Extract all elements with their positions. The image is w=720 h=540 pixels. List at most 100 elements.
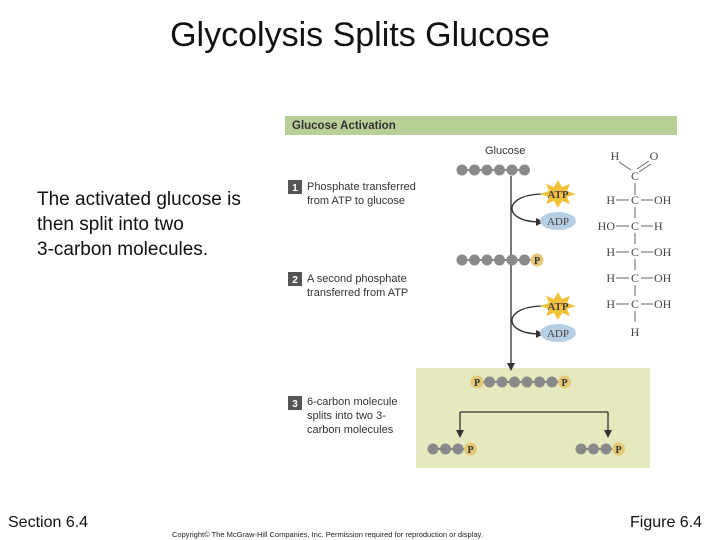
split-branches — [456, 411, 612, 438]
phosphate-label: P — [615, 445, 621, 456]
phosphate-marker — [530, 253, 544, 267]
step-2-line-1: A second phosphate — [307, 273, 407, 285]
carbon-bead — [427, 443, 439, 455]
footer-section: Section 6.4 — [8, 514, 89, 531]
structure-carbon: C — [631, 219, 639, 233]
phosphate-marker — [612, 442, 625, 456]
cycle-1-arrowhead — [536, 218, 544, 226]
glucose-label: Glucose — [485, 145, 525, 157]
adp-1-label: ADP — [547, 216, 569, 228]
structure-carbon: C — [631, 297, 639, 311]
structure-row-left: H — [606, 271, 615, 285]
carbon-bead — [519, 164, 530, 176]
structure-carbon-1: C — [631, 169, 639, 183]
adp-2-label: ADP — [547, 328, 569, 340]
phosphate-marker — [464, 442, 477, 456]
carbon-bead — [546, 376, 558, 388]
branch-right-arrowhead — [604, 430, 612, 438]
structure-row: H C OH — [606, 271, 672, 296]
figure-header: Glucose Activation — [292, 120, 396, 132]
step-2-line-2: transferred from ATP — [307, 287, 408, 299]
step-1: 1 Phosphate transferred from ATP to gluc… — [288, 180, 416, 207]
step-3-line-1: 6-carbon molecule — [307, 396, 398, 408]
structure-row-right: OH — [654, 193, 672, 207]
glucose-1p-chain: P — [456, 253, 544, 267]
step-1-number: 1 — [292, 183, 298, 194]
structure-carbon: C — [631, 271, 639, 285]
adp-2-bubble — [540, 324, 576, 342]
bond-top-h — [618, 161, 632, 171]
step-2: 2 A second phosphate transferred from AT… — [288, 272, 408, 299]
bead-chains: P P P P P — [427, 164, 625, 456]
phosphate-label: P — [467, 445, 473, 456]
phosphate-marker — [470, 375, 484, 389]
carbon-bead — [469, 254, 480, 266]
carbon-bead — [494, 254, 505, 266]
carbon-bead — [452, 443, 464, 455]
carbon-bead — [456, 254, 468, 266]
glucose-chain — [456, 164, 530, 176]
carbon-bead — [481, 164, 493, 176]
structure-row-left: H — [606, 245, 615, 259]
three-carbon-left: P — [427, 442, 477, 456]
carbon-bead — [600, 443, 612, 455]
structure-carbon: C — [631, 245, 639, 259]
slide-title: Glycolysis Splits Glucose — [170, 16, 550, 54]
phosphate-label: P — [474, 378, 480, 389]
bond-top-o-2 — [638, 163, 652, 173]
carbon-bead — [484, 376, 495, 388]
step-2-badge — [288, 272, 302, 286]
carbon-bead — [519, 254, 530, 266]
carbon-bead — [534, 376, 545, 388]
body-line-1: The activated glucose is — [37, 189, 241, 210]
copyright-notice: Copyright© The McGraw-Hill Companies, In… — [172, 530, 483, 539]
step-3-line-3: carbon molecules — [307, 424, 394, 436]
structure-row-right: OH — [654, 271, 672, 285]
structure-row-left: H — [606, 193, 615, 207]
step-2-number: 2 — [292, 275, 298, 286]
branch-left-arrowhead — [456, 430, 464, 438]
glycolysis-figure: Glucose Activation Glucose 1 Phosphate t… — [285, 116, 677, 468]
atp-1-star — [540, 180, 576, 208]
phosphate-label: P — [534, 256, 540, 267]
structure-row-right: OH — [654, 297, 672, 311]
structure-row-right: H — [654, 219, 663, 233]
phosphate-label: P — [561, 378, 567, 389]
structure-row: HO C H — [598, 219, 663, 244]
step-1-badge — [288, 180, 302, 194]
cycle-2-arrowhead — [536, 330, 544, 338]
carbon-bead — [440, 443, 451, 455]
atp-cycle-2: ATP ADP — [511, 292, 576, 342]
carbon-bead — [521, 376, 533, 388]
step-3: 3 6-carbon molecule splits into two 3- c… — [288, 396, 398, 436]
step-3-line-2: splits into two 3- — [307, 410, 386, 422]
structure-row: H C OH — [606, 193, 672, 218]
carbon-bead — [469, 164, 480, 176]
carbon-bead — [575, 443, 587, 455]
structure-carbon: C — [631, 193, 639, 207]
atp-cycle-1: ATP ADP — [511, 180, 576, 230]
body-text: The activated glucose is then split into… — [37, 187, 287, 262]
carbon-bead — [509, 376, 520, 388]
step-1-line-1: Phosphate transferred — [307, 181, 416, 193]
figure-header-band — [285, 116, 677, 135]
structure-row-right: OH — [654, 245, 672, 259]
carbon-bead — [481, 254, 493, 266]
carbon-bead — [456, 164, 468, 176]
carbon-bead — [494, 164, 505, 176]
step-3-badge — [288, 396, 302, 410]
structure-top-h: H — [611, 149, 620, 163]
step-3-number: 3 — [292, 399, 298, 410]
structure-row-left: HO — [598, 219, 616, 233]
carbon-bead — [506, 164, 518, 176]
step-1-line-2: from ATP to glucose — [307, 195, 405, 207]
body-line-3: 3-carbon molecules. — [37, 239, 209, 260]
cycle-2-arc — [511, 305, 545, 335]
phosphate-marker — [558, 375, 571, 389]
three-carbon-right: P — [575, 442, 625, 456]
carbon-bead — [588, 443, 599, 455]
bond-top-o-1 — [636, 160, 650, 170]
